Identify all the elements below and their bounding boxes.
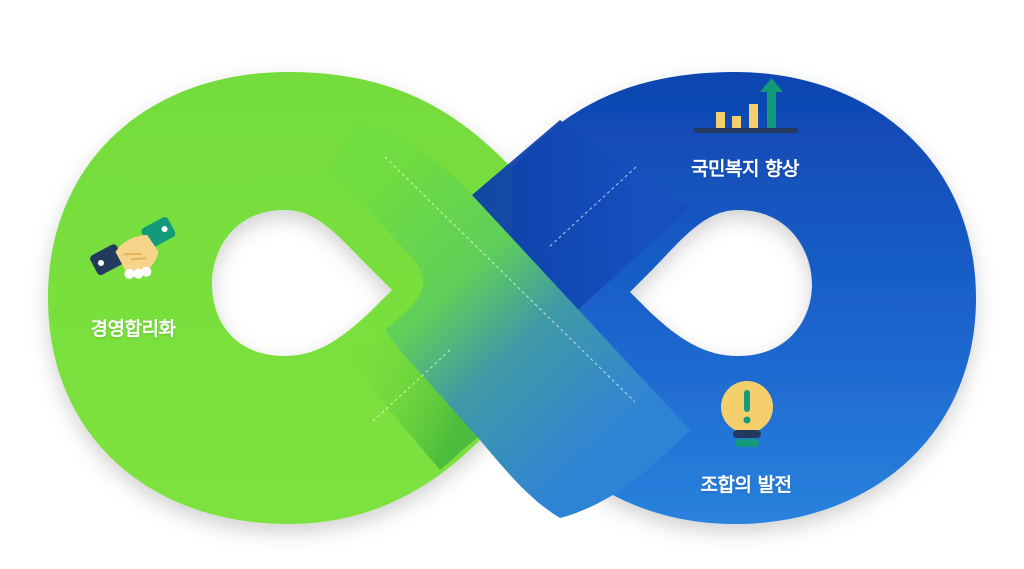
front-band	[330, 122, 690, 518]
union-label: 조합의 발전	[700, 474, 792, 496]
management-label: 경영합리화	[90, 318, 176, 340]
dashed-guides	[371, 156, 637, 423]
welfare-label: 국민복지 향상	[691, 158, 800, 180]
lightbulb-icon	[721, 381, 773, 447]
handshake-icon	[90, 217, 176, 279]
rising-bar-chart-icon	[694, 78, 798, 133]
